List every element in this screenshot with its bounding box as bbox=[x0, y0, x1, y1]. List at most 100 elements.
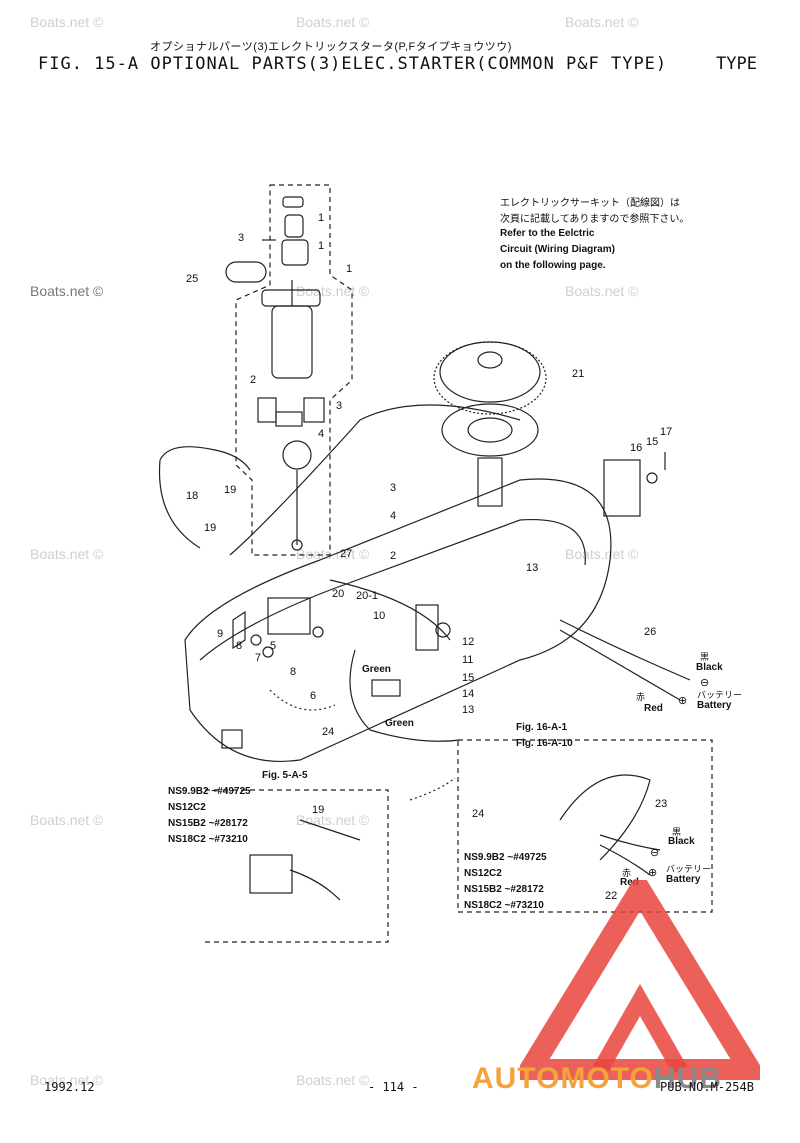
callout: 18 bbox=[186, 490, 199, 502]
callout: 3 bbox=[238, 232, 245, 244]
model-row: NS9.9B2 ~#49725 bbox=[168, 786, 251, 797]
figure-title: FIG. 15-A OPTIONAL PARTS(3)ELEC.STARTER(… bbox=[38, 54, 668, 74]
callout: 24 bbox=[472, 808, 485, 820]
callout: 21 bbox=[572, 368, 585, 380]
callout: 17 bbox=[660, 426, 673, 438]
callout: 10 bbox=[373, 610, 386, 622]
starter-clip bbox=[282, 196, 304, 208]
callout: 7 bbox=[255, 652, 262, 664]
starter-switch bbox=[371, 679, 401, 697]
callout: 1 bbox=[318, 240, 325, 252]
japanese-title: オプショナルパーツ(3)エレクトリックスタータ(P,Fタイプキョウツウ) bbox=[150, 41, 512, 53]
starter-pulley bbox=[282, 440, 312, 470]
watermark: Boats.net © bbox=[296, 283, 370, 299]
model-row: NS12C2 bbox=[464, 868, 502, 879]
watermark: Boats.net © bbox=[296, 14, 370, 30]
callout: 4 bbox=[318, 428, 325, 440]
model-row: NS9.9B2 ~#49725 bbox=[464, 852, 547, 863]
red-label: Red bbox=[644, 703, 663, 714]
note-jp-line2: 次頁に記載してありますので参照下さい。 bbox=[500, 214, 690, 225]
model-row: NS18C2 ~#73210 bbox=[168, 834, 248, 845]
black-jp: 黒 bbox=[700, 652, 710, 662]
flywheel bbox=[439, 341, 541, 403]
callout: 13 bbox=[462, 704, 475, 716]
callout: 1 bbox=[318, 212, 325, 224]
battery-label: Battery bbox=[666, 874, 701, 885]
note-jp-line1: エレクトリックサーキット（配線図）は bbox=[500, 198, 680, 209]
battery-label: Battery bbox=[697, 700, 732, 711]
pinion-spring bbox=[284, 214, 304, 238]
note-en-line1: Refer to the Eelctric bbox=[500, 228, 595, 239]
watermark: Boats.net © bbox=[565, 546, 639, 562]
red-jp: 赤 bbox=[636, 692, 646, 702]
minus-icon: ⊖ bbox=[700, 677, 710, 689]
wire-label-green: Green bbox=[362, 664, 391, 675]
callout: 19 bbox=[312, 804, 325, 816]
starter-bracket-right bbox=[303, 397, 325, 423]
callout: 13 bbox=[526, 562, 539, 574]
callout: 5 bbox=[270, 640, 277, 652]
black-label: Black bbox=[668, 836, 695, 847]
starter-stopper bbox=[275, 411, 303, 427]
automotohub-logo: AUTOMOTOHUB bbox=[472, 1062, 722, 1095]
callout: 12 bbox=[462, 636, 475, 648]
callout: 14 bbox=[462, 688, 475, 700]
starter-solenoid bbox=[267, 597, 311, 635]
watermark: Boats.net © bbox=[30, 546, 104, 562]
watermark: Boats.net © bbox=[30, 14, 104, 30]
red-label: Red bbox=[620, 877, 639, 888]
callout: 19 bbox=[224, 484, 237, 496]
starter-bracket-left bbox=[257, 397, 277, 423]
inset-right-box bbox=[457, 739, 713, 913]
callout: 4 bbox=[390, 510, 397, 522]
red-jp: 赤 bbox=[622, 868, 632, 878]
watermark: Boats.net © bbox=[30, 1072, 104, 1088]
minus-icon: ⊖ bbox=[650, 847, 660, 859]
note-en-line3: on the following page. bbox=[500, 260, 606, 271]
callout: 8 bbox=[236, 640, 243, 652]
wire-label-green: Green bbox=[385, 718, 414, 729]
battery-cable bbox=[559, 619, 691, 681]
watermark: Boats.net © bbox=[30, 283, 104, 299]
callout: 24 bbox=[322, 726, 335, 738]
inset-left-box bbox=[205, 789, 389, 943]
callout: 15 bbox=[462, 672, 475, 684]
callout: 9 bbox=[217, 628, 224, 640]
callout: 1 bbox=[346, 263, 353, 275]
callout: 3 bbox=[390, 482, 397, 494]
ref-fig-5-a-5: Fig. 5-A-5 bbox=[262, 770, 308, 781]
callout: 25 bbox=[186, 273, 199, 285]
watermark: Boats.net © bbox=[565, 283, 639, 299]
starter-bracket bbox=[261, 289, 321, 307]
type-label: TYPE bbox=[716, 54, 757, 74]
stator bbox=[441, 403, 539, 457]
plus-icon: ⊕ bbox=[648, 867, 658, 879]
starter-motor bbox=[271, 305, 313, 379]
wire-24 bbox=[269, 689, 336, 711]
callout: 20-1 bbox=[356, 590, 379, 602]
ref-fig-16-a-10: Fig. 16-A-10 bbox=[516, 738, 573, 749]
starter-assembly-outline bbox=[235, 184, 353, 556]
footer-date: 1992.12 bbox=[44, 1080, 95, 1094]
footer-page-number: - 114 - bbox=[368, 1080, 419, 1094]
crankshaft bbox=[477, 457, 503, 507]
callout: 27 bbox=[340, 548, 353, 560]
callout: 19 bbox=[204, 522, 217, 534]
model-row: NS15B2 ~#28172 bbox=[168, 818, 248, 829]
battery-jp: バッテリー bbox=[697, 690, 743, 700]
callout: 11 bbox=[462, 654, 474, 666]
watermark: Boats.net © bbox=[296, 546, 370, 562]
callout: 8 bbox=[290, 666, 297, 678]
callout: 15 bbox=[646, 436, 659, 448]
callout: 22 bbox=[605, 890, 618, 902]
wire-18 bbox=[159, 446, 251, 471]
black-label: Black bbox=[696, 662, 723, 673]
pinion-gear bbox=[281, 239, 309, 266]
ref-fig-16-a-1: Fig. 16-A-1 bbox=[516, 722, 568, 733]
footer-pub-no: PUB.NO.M-254B bbox=[660, 1080, 754, 1094]
black-jp: 黒 bbox=[672, 827, 682, 837]
model-row: NS18C2 ~#73210 bbox=[464, 900, 544, 911]
watermark: Boats.net © bbox=[296, 812, 370, 828]
note-en-line2: Circuit (Wiring Diagram) bbox=[500, 244, 615, 255]
